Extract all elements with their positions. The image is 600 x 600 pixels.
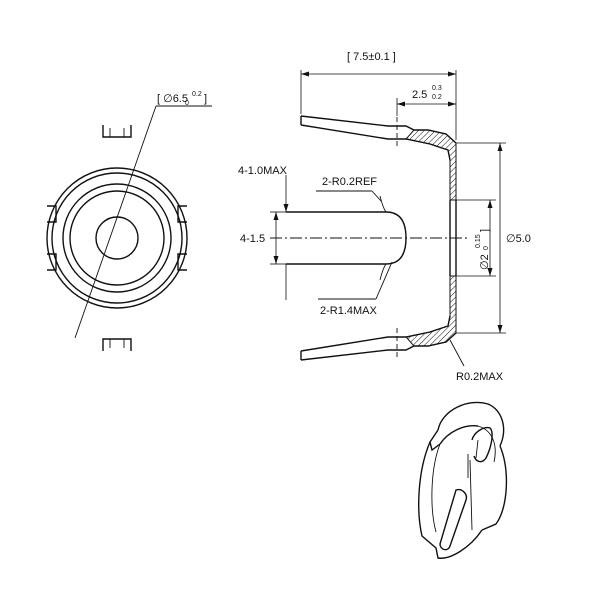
end-view-diameter-label: [ ∅6.5 0.2 0 ] [157, 91, 207, 107]
leader-tip-radius: 2-R1.4MAX [318, 261, 393, 317]
hole-diameter-close: ] [479, 229, 491, 232]
end-view-cone-circle-mid [69, 190, 165, 286]
section-view [270, 115, 470, 361]
slot-spacing-label: 4-1.5 [240, 233, 265, 245]
length-label: [ 7.5±0.1 ] [347, 51, 396, 63]
diameter-tol-upper: 0.2 [192, 91, 202, 98]
end-view-diameter-leader [74, 105, 157, 339]
isometric-bottom-slot [439, 488, 468, 551]
diameter-label-close: ] [204, 93, 207, 105]
end-view-cone-circle-large [62, 183, 172, 293]
dim-slot-width-max: 4-1.0MAX [238, 165, 289, 300]
hole-diameter-tol-upper: 0.15 [475, 234, 482, 248]
dim-outer-diameter: ∅5.0 [456, 142, 531, 334]
hole-diameter-label: ∅2 [479, 254, 491, 270]
depth-tol-upper: 0.3 [432, 85, 442, 92]
isometric-view [418, 401, 508, 559]
leader-corner-radius: R0.2MAX [449, 339, 504, 383]
diameter-tol-lower: 0 [185, 100, 189, 107]
end-view-outer-ring [46, 167, 188, 309]
slot-width-label: 4-1.0MAX [238, 165, 288, 177]
corner-radius-label: R0.2MAX [456, 371, 504, 383]
tip-radius-label: 2-R1.4MAX [320, 305, 378, 317]
dim-slot-spacing: 4-1.5 [240, 211, 286, 265]
depth-label: 2.5 [412, 89, 427, 101]
depth-tol-lower: 0.2 [432, 94, 442, 101]
end-view-center-hole [95, 216, 139, 260]
dim-depth: 2.5 0.3 0.2 [396, 85, 456, 116]
leader-ref-radius: 2-R0.2REF [316, 176, 382, 202]
diameter-label-main: [ ∅6.5 [157, 93, 188, 105]
end-view-outer-ring-inner-edge [51, 172, 183, 304]
section-hatched-wall-bottom [405, 275, 457, 347]
section-hatched-wall-top [405, 129, 457, 201]
outer-diameter-label: ∅5.0 [506, 233, 531, 245]
end-view [46, 105, 212, 351]
dim-length: [ 7.5±0.1 ] [300, 51, 457, 140]
dim-hole-diameter: ∅2 0.15 0 ] [456, 199, 496, 277]
isometric-top-slot [471, 426, 493, 463]
end-view-slot-notches [47, 125, 187, 351]
ref-radius-label: 2-R0.2REF [322, 176, 377, 188]
hole-diameter-tol-lower: 0 [483, 246, 490, 250]
